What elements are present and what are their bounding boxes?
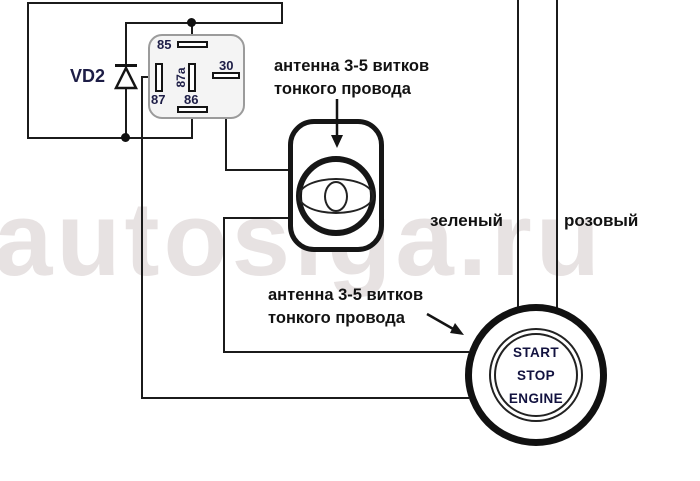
button-line-start: START (513, 345, 559, 360)
antenna-note-top-line1: антенна 3-5 витков (274, 57, 430, 75)
relay-pin87-label: 87 (151, 92, 166, 107)
wire-top-horizontal (27, 2, 283, 4)
antenna-note-bottom-line1: антенна 3-5 витков (268, 286, 424, 304)
antenna-note-top-line2: тонкого провода (274, 80, 411, 98)
wire-upper-horizontal (125, 22, 283, 24)
relay-pin85-label: 85 (157, 37, 172, 52)
wire-to-button-lower (141, 397, 469, 399)
wire-green-vertical (517, 0, 519, 332)
button-line-stop: STOP (516, 368, 556, 383)
antenna-note-bottom: антенна 3-5 витков тонкого провода (268, 284, 423, 330)
wire-left-vertical (27, 2, 29, 139)
relay-pin87a-contact (188, 63, 196, 92)
wire-from-coil-bottom (223, 217, 303, 219)
relay-pin86-label: 86 (184, 92, 199, 107)
relay-pin30-label: 30 (219, 58, 234, 73)
pink-wire-label: розовый (564, 211, 639, 230)
arrow-diagonal-icon (426, 312, 464, 335)
wire-lower-horizontal (27, 137, 193, 139)
wire-pink-vertical (556, 0, 558, 333)
wire-diode-vertical (125, 22, 127, 138)
relay-pin87-contact (155, 63, 163, 92)
wire-pin87-vertical (141, 76, 143, 399)
button-line-engine: ENGINE (508, 391, 564, 406)
relay-pin87a-label: 87a (174, 67, 188, 88)
diode-label: VD2 (70, 66, 106, 86)
relay-pin85-contact (177, 41, 208, 48)
wire-to-button-upper (223, 351, 469, 353)
relay-body (148, 34, 245, 119)
start-stop-button-ring-inner (494, 333, 578, 417)
wire-coil-to-button-vertical (223, 217, 225, 353)
wire-pin30-vertical (225, 79, 227, 170)
relay-pin86-contact (177, 106, 208, 113)
wire-to-coil-top (225, 169, 305, 171)
start-stop-button-ring-outer (489, 328, 583, 422)
wire-top-corner-vertical (281, 2, 283, 24)
keyhole-ellipse-icon (324, 181, 348, 212)
wire-stub-pin85 (191, 22, 193, 42)
green-wire-label: зеленый (430, 211, 503, 230)
antenna-note-top: антенна 3-5 витков тонкого провода (274, 55, 429, 101)
antenna-note-bottom-line2: тонкого провода (268, 309, 405, 327)
junction-dot-top (187, 18, 196, 27)
junction-dot-diode (121, 133, 130, 142)
wire-stub-pin86 (191, 113, 193, 138)
start-stop-button-text: START STOP ENGINE (465, 341, 607, 410)
relay-pin30-contact (212, 72, 240, 79)
lock-cylinder-ellipse-icon (298, 178, 374, 214)
